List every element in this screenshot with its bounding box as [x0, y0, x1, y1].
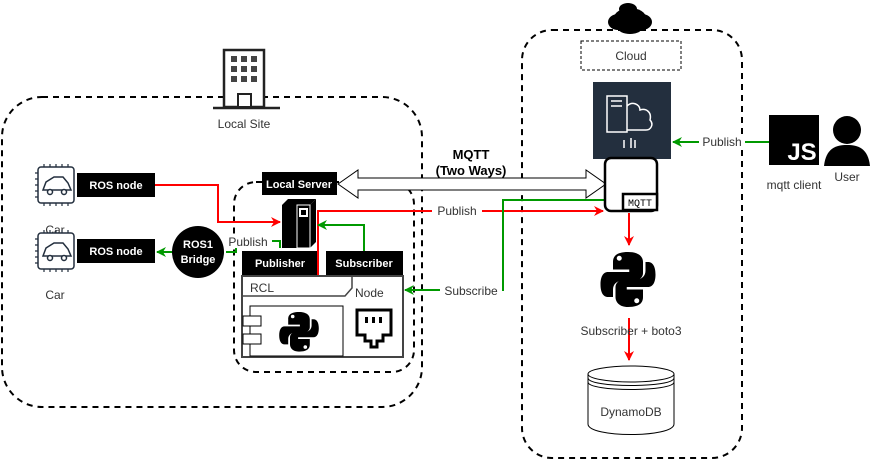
- building-icon: [213, 48, 280, 110]
- local-server-label-box: [262, 172, 337, 195]
- mqtt-label-line2: (Two Ways): [436, 163, 507, 178]
- ros1-bridge[interactable]: [172, 226, 224, 278]
- local-server-label: Local Server: [266, 179, 333, 191]
- publish-cloud-label: Publish: [437, 204, 476, 218]
- ros-node-box[interactable]: [77, 173, 155, 197]
- publish-local-label: Publish: [228, 235, 267, 249]
- car-chip-icon: [35, 164, 75, 206]
- cloud-icon: [608, 3, 652, 34]
- cloud-label: Cloud: [615, 49, 646, 63]
- local-site-zone: [1, 96, 423, 408]
- bridge-label-line2: Bridge: [181, 254, 216, 266]
- user-icon: [824, 116, 870, 166]
- subscriber-to-server-arrow: [317, 220, 365, 251]
- ros-node-box[interactable]: [77, 239, 155, 263]
- aws-iot-icon: [606, 95, 653, 148]
- car-to-server-arrow: [155, 184, 281, 227]
- mqtt-badge: [621, 192, 659, 212]
- publisher-tab[interactable]: [242, 251, 319, 275]
- mqtt-label-line1: MQTT: [453, 147, 490, 162]
- mqtt-client-label: mqtt client: [767, 178, 822, 192]
- database-label: DynamoDB: [600, 405, 661, 419]
- local-site-label: Local Site: [218, 117, 271, 131]
- car-chip-icon: [35, 230, 75, 272]
- node-label: Node: [355, 286, 384, 300]
- server-to-mqtt-publish-arrow: [317, 206, 604, 266]
- subscriber-label: Subscriber: [335, 258, 393, 270]
- python-icon: [279, 312, 319, 352]
- ros-node-label: ROS node: [89, 180, 142, 192]
- aws-iot-panel[interactable]: [593, 82, 671, 159]
- ethernet-port-icon: [355, 308, 393, 349]
- cloud-label-box: [580, 40, 682, 71]
- car-caption: Car: [45, 288, 64, 302]
- server-icon: [282, 199, 316, 249]
- python-icon: [600, 252, 656, 307]
- database-icon[interactable]: [587, 365, 675, 435]
- mqtt-badge-label: MQTT: [628, 199, 652, 210]
- subscriber-tab[interactable]: [326, 251, 403, 275]
- ros-node-label: ROS node: [89, 246, 142, 258]
- user-label: User: [834, 170, 859, 184]
- bridge-label-line1: ROS1: [183, 239, 213, 251]
- rcl-label: RCL: [250, 281, 274, 295]
- js-label: JS: [787, 139, 816, 166]
- publish-client-label: Publish: [702, 135, 741, 149]
- js-client-icon[interactable]: [769, 115, 819, 165]
- subscribe-label: Subscribe: [444, 284, 498, 298]
- publisher-label: Publisher: [255, 258, 306, 270]
- subscriber-service-label: Subscriber + boto3: [580, 324, 681, 338]
